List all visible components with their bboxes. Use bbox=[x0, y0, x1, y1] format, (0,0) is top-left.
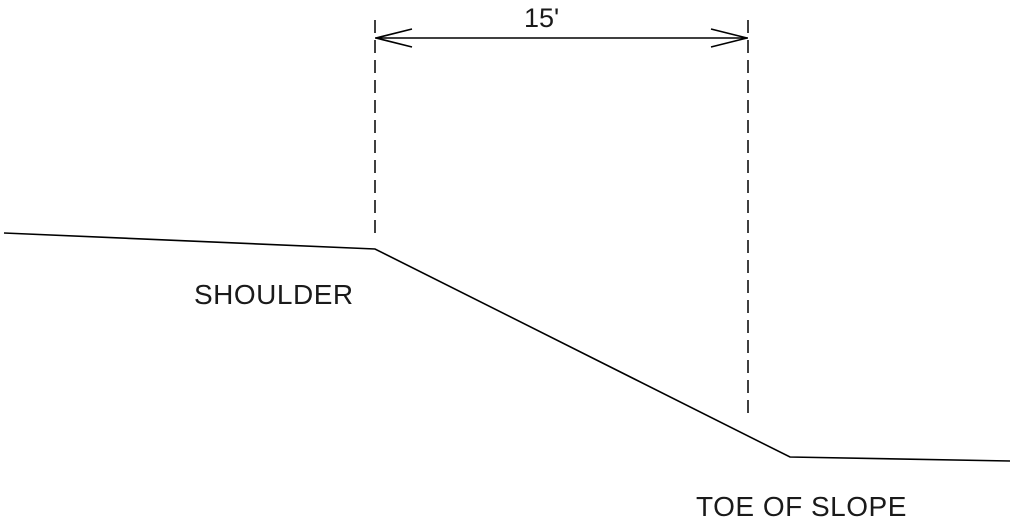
left-arrowhead bbox=[375, 28, 413, 48]
shoulder-label: SHOULDER bbox=[194, 279, 354, 310]
ground-profile-line bbox=[3, 232, 1011, 462]
toe-of-slope-label: TOE OF SLOPE bbox=[696, 491, 907, 522]
dimension-label: 15' bbox=[524, 3, 560, 33]
right-arrowhead bbox=[710, 28, 748, 48]
